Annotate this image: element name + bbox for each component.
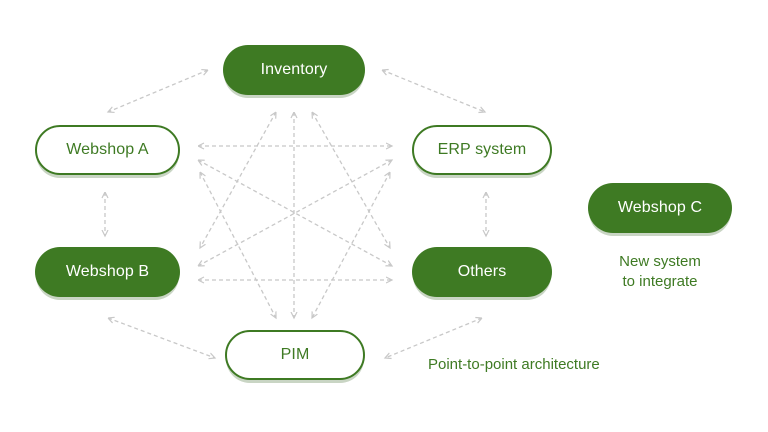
connector-webshop-b-to-pim [108,318,215,358]
connector-inventory-to-erp [382,70,485,112]
architecture-caption: Point-to-point architecture [428,356,600,373]
webshop-a-node: Webshop A [35,125,180,175]
webshop-a-label: Webshop A [66,141,149,158]
webshop-b-node: Webshop B [35,247,180,297]
connector-inventory-to-webshop-b-cross [200,112,276,248]
erp-system-label: ERP system [437,141,527,158]
others-label: Others [457,263,507,280]
connector-webshop-b-to-erp [198,160,392,266]
connector-inventory-to-webshop-a [108,70,208,112]
webshop-b-label: Webshop B [65,263,150,280]
others-node: Others [412,247,552,297]
webshop-c-node: Webshop C [588,183,732,233]
erp-system-node: ERP system [412,125,552,175]
connector-others-to-pim [385,318,482,358]
webshop-c-label: Webshop C [617,199,703,216]
connector-webshop-a-to-pim-cross [200,172,276,318]
connector-webshop-a-to-others [198,160,392,266]
connector-inventory-to-others-cross [312,112,390,248]
inventory-node: Inventory [223,45,365,95]
pim-node: PIM [225,330,365,380]
new-system-caption: New system to integrate [619,253,701,290]
inventory-label: Inventory [260,61,328,78]
pim-label: PIM [280,346,310,363]
connector-erp-to-pim-cross [312,172,390,318]
